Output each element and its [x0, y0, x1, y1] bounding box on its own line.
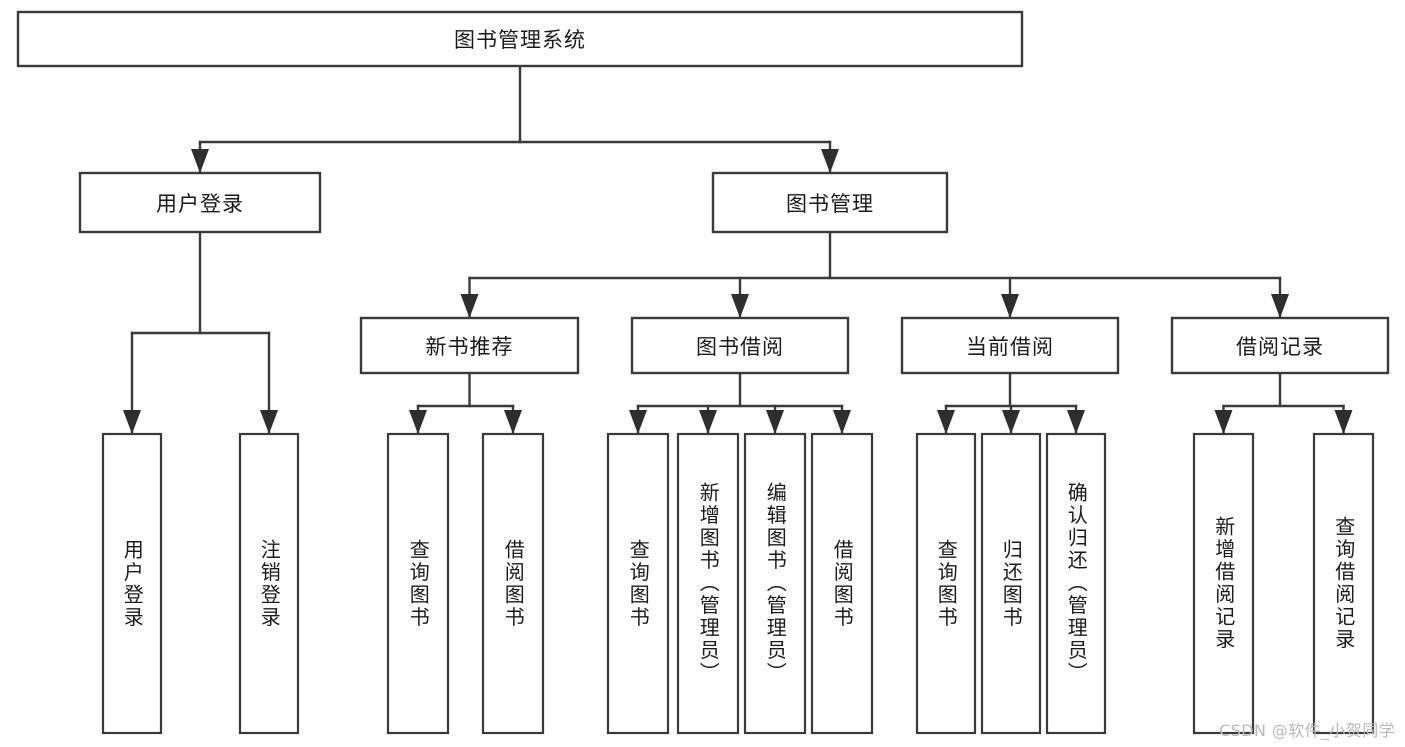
node-box-leaf-add-record[interactable] — [1192, 432, 1255, 735]
node-box-leaf-query-book-cur[interactable] — [915, 432, 977, 735]
edge-bookborrow-to-leaves-arrow-3 — [833, 410, 851, 434]
node-box-user-login[interactable] — [78, 171, 322, 234]
edge-bookborrow-to-leaves-arrow-1 — [699, 410, 717, 434]
edge-currentborrow-to-leaves-arrow-0 — [937, 410, 955, 434]
node-box-root[interactable] — [16, 10, 1024, 68]
connectors-layer — [123, 64, 1353, 436]
edge-bookborrow-to-leaves-arrow-2 — [766, 410, 784, 434]
edge-bookmanage-to-level2-arrow-2 — [1001, 294, 1019, 318]
node-box-leaf-borrow-book-new[interactable] — [481, 432, 545, 735]
node-box-borrow-record[interactable] — [1170, 316, 1390, 375]
node-box-leaf-user-login[interactable] — [101, 432, 163, 735]
node-box-leaf-return-book[interactable] — [980, 432, 1042, 735]
node-box-leaf-borrow-book[interactable] — [810, 432, 874, 735]
edge-userlogin-to-leaves-arrow-0 — [123, 410, 141, 434]
node-box-leaf-query-record[interactable] — [1312, 432, 1375, 735]
edge-bookborrow-to-leaves-arrow-0 — [629, 410, 647, 434]
edge-borrowrecord-to-leaves-arrow-0 — [1214, 410, 1233, 434]
node-box-leaf-add-book[interactable] — [676, 432, 740, 735]
node-box-new-book-recommend[interactable] — [359, 316, 580, 375]
edge-currentborrow-to-leaves-arrow-1 — [1002, 410, 1020, 434]
node-box-book-manage[interactable] — [711, 171, 949, 234]
edge-bookmanage-to-level2-arrow-1 — [731, 294, 749, 318]
edge-newbook-to-leaves-arrow-0 — [409, 410, 427, 434]
node-box-current-borrow[interactable] — [900, 316, 1120, 375]
nodes-layer — [16, 10, 1390, 735]
node-box-leaf-edit-book[interactable] — [743, 432, 807, 735]
edge-borrowrecord-to-leaves-arrow-1 — [1334, 410, 1353, 434]
node-box-leaf-query-book-borrow[interactable] — [606, 432, 670, 735]
edge-newbook-to-leaves-arrow-1 — [504, 410, 522, 434]
edge-root-to-level1-arrow-1 — [821, 149, 839, 173]
node-box-leaf-query-book-new[interactable] — [386, 432, 450, 735]
node-box-leaf-logout[interactable] — [238, 432, 300, 735]
edge-bookmanage-to-level2-arrow-0 — [460, 294, 479, 318]
node-box-book-borrow[interactable] — [630, 316, 850, 375]
edge-root-to-level1-arrow-0 — [191, 149, 209, 173]
edge-currentborrow-to-leaves-arrow-2 — [1067, 410, 1085, 434]
node-box-leaf-confirm-return[interactable] — [1045, 432, 1107, 735]
edge-bookmanage-to-level2-arrow-3 — [1271, 294, 1289, 318]
edge-userlogin-to-leaves-arrow-1 — [260, 410, 278, 434]
